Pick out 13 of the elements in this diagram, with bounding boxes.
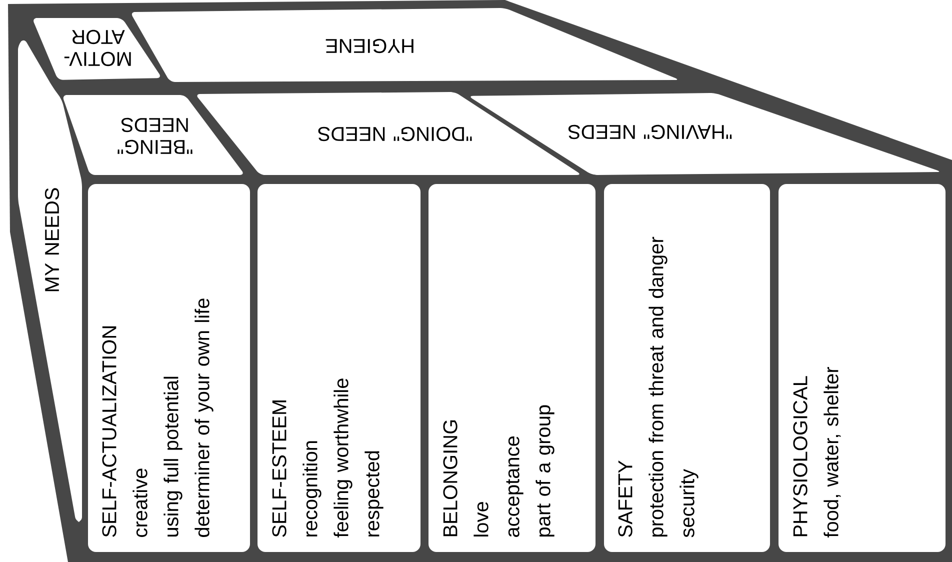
column-box: SELF-ESTEEM recognition feeling worthwhile respected — [258, 184, 420, 552]
face-panel: MOTIV- ATOR — [34, 18, 160, 80]
face-panel: HYGIENE — [132, 8, 678, 82]
column-box: SAFETY protection from threat and danger security — [604, 184, 770, 552]
node-label: HYGIENE — [326, 38, 414, 54]
face-panel: "HAVING" NEEDS — [470, 93, 940, 175]
column-box: PHYSIOLOGICAL food, water, shelter — [778, 184, 946, 552]
node-label: "BEING" NEEDS — [118, 118, 192, 154]
column-box: SELF-ACTUALIZATION creative using full potential determiner of your own life — [88, 184, 250, 552]
column-box: BELONGING love acceptance part of a group — [428, 184, 596, 552]
node-label: "DOING" NEEDS — [318, 126, 472, 142]
node-label: MY NEEDS — [44, 188, 60, 292]
face-panel: "BEING" NEEDS — [63, 95, 243, 175]
